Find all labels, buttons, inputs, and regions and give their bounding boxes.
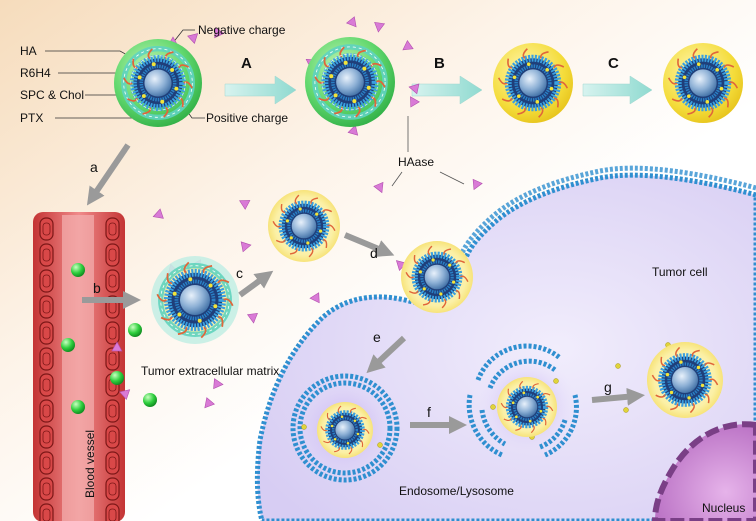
step-B: B [434,55,445,72]
haase-enzyme [247,313,258,324]
step-d: d [370,245,378,261]
nanoparticle-escaping [497,377,557,437]
vessel-endothelial-cells [39,217,120,521]
arrow-d [343,232,395,257]
haase-pointers [391,116,465,187]
step-A: A [241,55,252,72]
haase-enzyme [204,397,215,409]
haase-enzyme [214,27,225,39]
haase-enzyme [187,33,199,44]
label-negative-charge: Negative charge [198,23,286,37]
haase-enzyme [152,208,164,219]
haase-enzyme [309,292,320,304]
label-blood-vessel: Blood vessel [83,429,97,498]
haase-enzyme [373,181,384,194]
legend-r6h4: R6H4 [20,66,51,80]
haase-enzyme [374,21,386,33]
nucleus [651,421,756,521]
step-c: c [236,265,243,281]
nanoparticle-initial [114,39,202,127]
haase-enzyme [410,96,420,108]
label-tumor-cell: Tumor cell [652,265,708,279]
haase-enzyme [402,40,414,51]
haase-enzyme [111,341,123,352]
nanoparticle-drug-release [647,342,723,418]
arrow-B [411,75,483,105]
nanoparticle-haase-attached [305,37,395,127]
arrow-A [224,75,297,105]
haase-enzyme [239,200,251,210]
arrow-a [86,143,131,206]
step-C: C [608,55,619,72]
arrow-c [238,270,274,298]
haase-enzyme [213,378,224,390]
step-g: g [604,379,612,395]
nanoparticles [114,37,743,458]
process-arrows [82,143,645,434]
arrow-g [591,387,645,406]
arrow-C [582,75,653,105]
blood-vessel [33,212,125,521]
step-a: a [90,159,98,175]
haase-enzyme [119,389,131,400]
nanoparticle-ha-removed [493,43,573,123]
label-endosome: Endosome/Lysosome [399,484,514,498]
label-haase: HAase [398,155,435,169]
nanoparticle-ha-degraded [268,190,340,262]
haase-enzyme [240,241,252,253]
legend-ptx: PTX [20,111,44,125]
nanoparticle-in-endosome [317,402,373,458]
nanoparticle-charge-reversed [663,43,743,123]
legend-ha: HA [20,44,37,58]
haase-enzyme [408,83,420,95]
haase-enzyme [472,178,483,191]
vessel-nanoparticles [61,263,157,414]
label-tumor-matrix: Tumor extracellular matrix [141,364,280,378]
label-positive-charge: Positive charge [206,111,289,125]
haase-enzyme [346,16,357,28]
step-b: b [93,280,101,296]
legend-spc-chol: SPC & Chol [20,88,85,102]
nanoparticle-cell-entry [401,241,473,313]
label-nucleus: Nucleus [702,501,746,515]
step-f: f [427,404,431,420]
step-e: e [373,329,381,345]
arrow-e [366,335,407,374]
nanoparticle-in-matrix [151,256,239,344]
haase-enzyme [347,124,359,136]
